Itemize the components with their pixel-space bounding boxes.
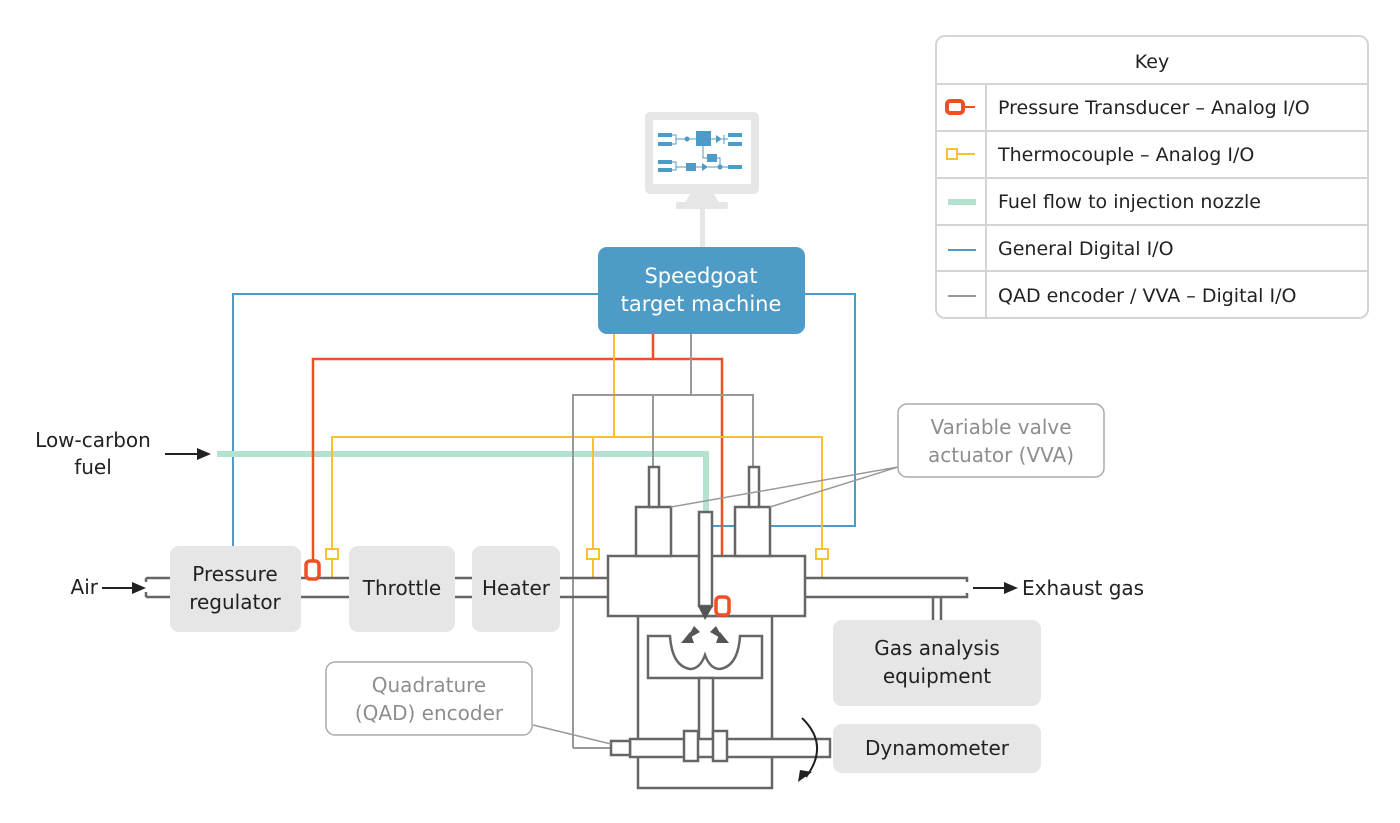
thermocouple-icon [946,148,975,160]
key-item-label: Fuel flow to injection nozzle [998,191,1261,213]
gas-analysis-label-1: Gas analysis [874,636,1000,660]
dynamometer: Dynamometer [833,724,1041,773]
key-item-label: General Digital I/O [998,238,1174,260]
fuel-arrow-icon [165,448,211,460]
key-item-label: QAD encoder / VVA – Digital I/O [998,285,1296,307]
air-arrow-icon [102,582,146,594]
throttle-label: Throttle [362,576,441,600]
pressure-transducer-icon [945,99,975,115]
qad-label-2: (QAD) encoder [355,701,504,725]
rotation-arrow-icon [798,717,819,782]
key-title: Key [1135,51,1169,73]
digital-io-wires [232,293,856,548]
thermocouple-wires [331,334,823,578]
host-monitor-icon [645,112,759,209]
fuel-label-line2: fuel [74,455,112,479]
fuel-label-line1: Low-carbon [35,428,151,452]
exhaust-arrow-icon [973,582,1018,594]
throttle: Throttle [349,546,455,632]
fuel-flow-line [217,451,709,512]
qad-vva-wires [572,334,754,749]
monitor-link [700,209,705,247]
pressure-wires [311,334,724,597]
exhaust-label: Exhaust gas [1022,576,1144,600]
speedgoat-target-machine: Speedgoat target machine [598,247,805,334]
speedgoat-label-line1: Speedgoat [644,264,757,288]
pressure-regulator-label-1: Pressure [192,562,277,586]
key-item-label: Thermocouple – Analog I/O [997,144,1254,166]
key-legend: Key Pressure Transducer – Analog I/O The… [935,35,1369,319]
pressure-regulator: Pressure regulator [170,546,301,632]
thermocouple-icons [325,548,829,560]
vva-label-2: actuator (VVA) [928,443,1074,467]
fuel-injector-icon [681,510,729,643]
pressure-transducer-intake-icon [304,559,321,581]
gas-analysis-equipment: Gas analysis equipment [833,620,1041,706]
vva-callout: Variable valve actuator (VVA) [670,403,1105,508]
gas-analysis-label-2: equipment [883,664,991,688]
air-label: Air [71,575,99,599]
exhaust-pipe [805,576,969,620]
qad-callout: Quadrature (QAD) encoder [325,661,612,745]
heater-label: Heater [482,576,551,600]
pressure-regulator-label-2: regulator [189,590,281,614]
key-item-label: Pressure Transducer – Analog I/O [998,97,1310,119]
heater: Heater [472,546,560,632]
vva-label-1: Variable valve [930,415,1071,439]
qad-label-1: Quadrature [372,673,486,697]
speedgoat-label-line2: target machine [621,292,782,316]
dynamometer-label: Dynamometer [865,736,1010,760]
pressure-transducer-cylinder-icon [714,595,731,617]
engine-cylinder [606,465,832,790]
